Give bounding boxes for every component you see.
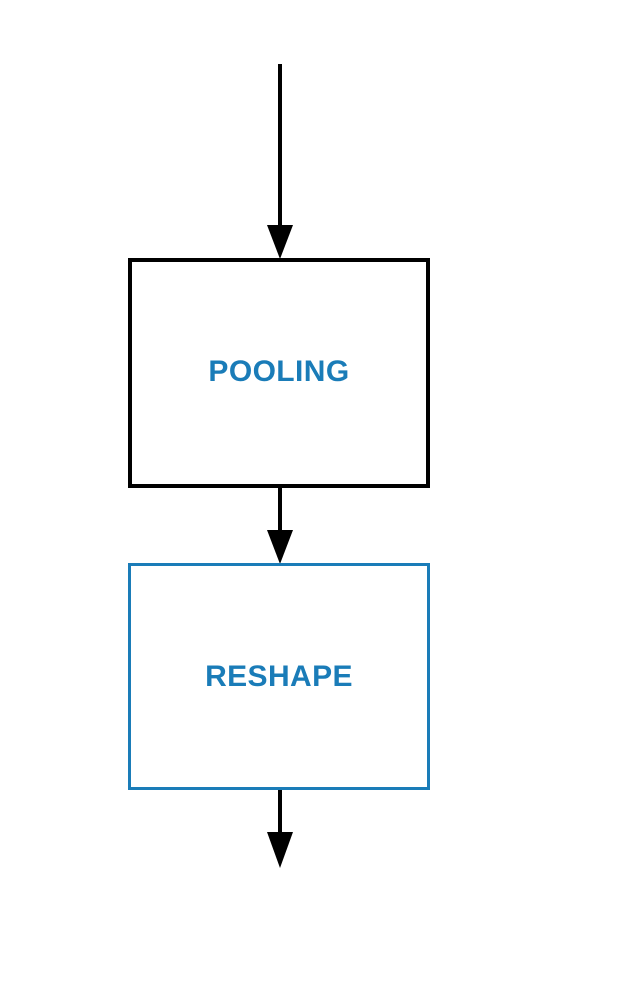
arrow-pooling-to-reshape-head xyxy=(267,530,293,564)
arrow-pooling-to-reshape xyxy=(267,487,293,564)
node-reshape-label: RESHAPE xyxy=(205,659,353,693)
arrow-input-to-pooling xyxy=(267,64,293,259)
arrow-input-to-pooling-head xyxy=(267,225,293,259)
node-reshape[interactable]: RESHAPE xyxy=(128,563,430,790)
arrow-reshape-to-output xyxy=(267,788,293,868)
node-pooling[interactable]: POOLING xyxy=(128,258,430,488)
arrow-reshape-to-output-head xyxy=(267,832,293,868)
node-pooling-label: POOLING xyxy=(208,355,350,388)
